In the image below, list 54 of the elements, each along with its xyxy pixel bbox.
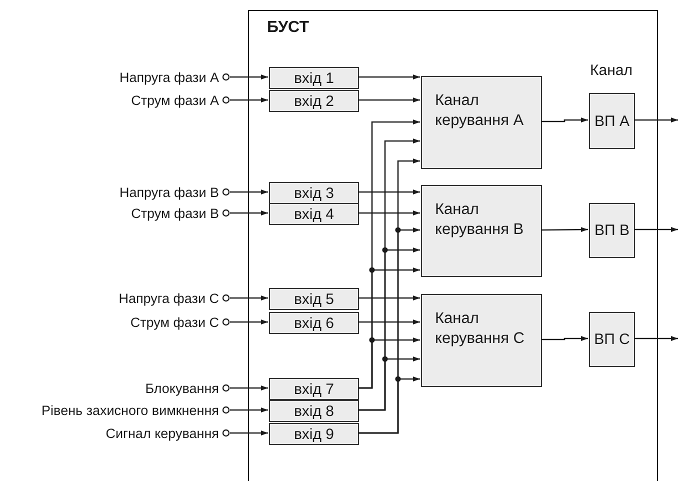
input-signal-label: Напруга фази A: [119, 70, 219, 84]
input-box: вхід 5: [269, 288, 359, 310]
signal-arrow: [230, 190, 268, 194]
signal-arrow: [230, 296, 268, 300]
signal-arrow: [358, 74, 420, 80]
input-box: вхід 8: [269, 400, 359, 422]
signal-arrow: [358, 190, 420, 194]
input-box: вхід 2: [269, 90, 359, 112]
control-channel-box: [421, 185, 542, 277]
column-heading: Канал: [590, 62, 632, 79]
signal-arrow: [358, 376, 420, 434]
signal-arrow: [541, 118, 588, 122]
block-title: БУСТ: [267, 19, 309, 37]
control-channel-box: [421, 76, 542, 169]
signal-arrow: [230, 74, 268, 80]
input-box: вхід 1: [269, 67, 359, 89]
input-signal-label: Блокування: [145, 380, 219, 396]
input-signal-label: Напруга фази B: [119, 184, 219, 200]
signal-arrow: [230, 386, 268, 390]
signal-arrow: [634, 227, 678, 232]
input-signal-label: Струм фази A: [131, 92, 219, 108]
block-frame: [248, 10, 658, 481]
input-box: вхід 4: [269, 203, 359, 225]
input-signal-label: Напруга фази C: [118, 290, 219, 306]
input-box: вхід 9: [269, 423, 359, 445]
signal-arrow: [230, 430, 268, 436]
channel-label: Канал керування C: [435, 309, 526, 350]
signal-arrow: [230, 98, 268, 102]
signal-arrow: [541, 227, 588, 232]
input-box: вхід 3: [269, 182, 359, 204]
signal-arrow: [358, 210, 420, 216]
signal-arrow: [358, 338, 420, 389]
signal-arrow: [634, 336, 678, 341]
input-signal-label: Струм фази C: [130, 314, 219, 330]
signal-arrow: [230, 320, 268, 324]
signal-arrow: [230, 408, 268, 412]
control-channel-box: [421, 294, 542, 387]
input-box: вхід 7: [269, 378, 359, 400]
channel-label: Канал керування A: [435, 91, 525, 132]
output-converter-box: ВП A: [589, 93, 635, 149]
signal-arrow: [230, 210, 268, 216]
signal-arrow: [358, 356, 420, 411]
signal-arrow: [541, 336, 588, 341]
output-converter-box: ВП B: [589, 203, 635, 258]
signal-arrow: [358, 320, 420, 324]
input-signal-label: Струм фази B: [131, 206, 219, 220]
output-converter-box: ВП C: [589, 312, 635, 367]
channel-label: Канал керування B: [435, 200, 525, 240]
input-signal-label: Рівень захисного вимкнення: [42, 402, 219, 418]
signal-arrow: [634, 118, 678, 122]
input-box: вхід 6: [269, 312, 359, 334]
input-signal-label: Сигнал керування: [106, 426, 219, 440]
signal-arrow: [358, 296, 420, 300]
signal-arrow: [358, 98, 420, 102]
